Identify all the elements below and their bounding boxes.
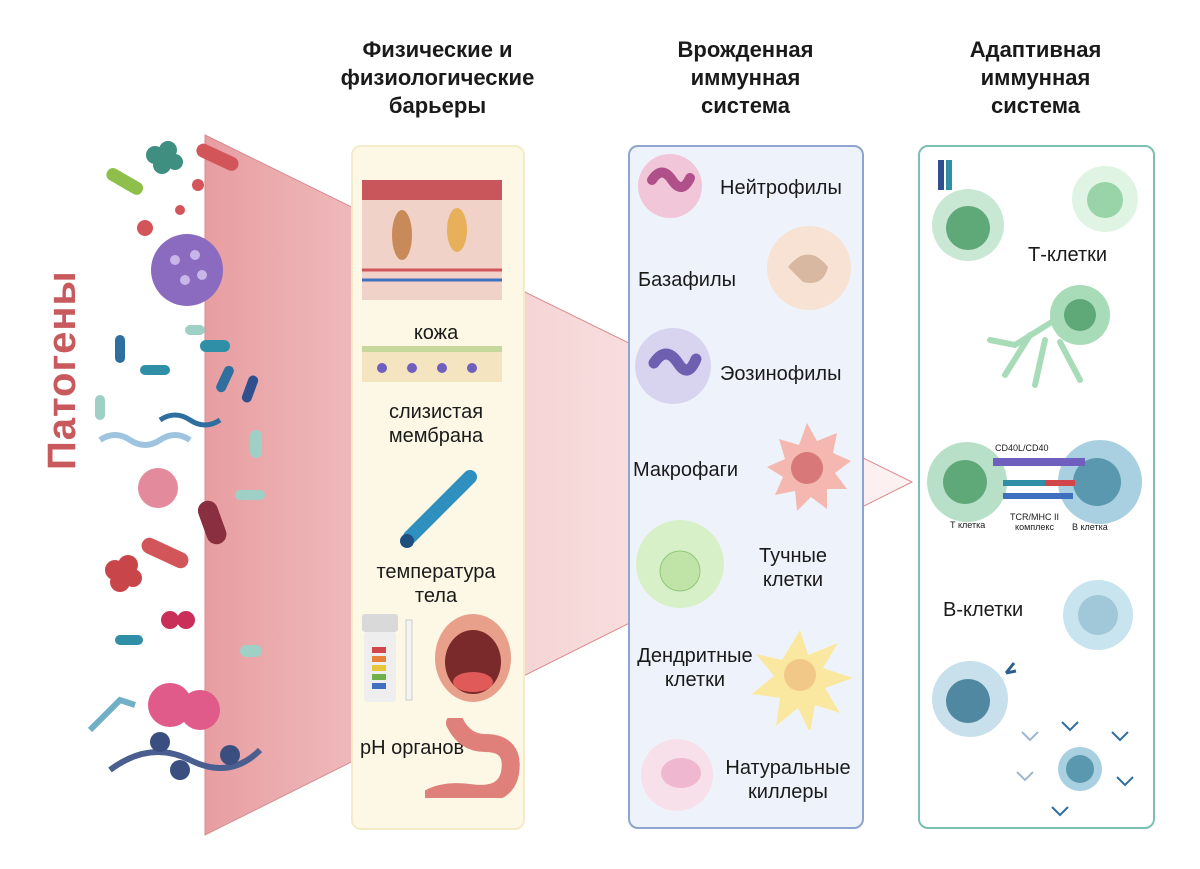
ph-strip-icon [362, 614, 413, 702]
mold-spore-icon [170, 760, 190, 780]
adaptive-header: 3 Адаптивная иммунная система [918, 28, 1153, 120]
diplococcus-icon [161, 611, 179, 629]
b-cell-icon [1063, 580, 1133, 650]
cocci-cluster-icon [146, 141, 183, 174]
adaptive-title-line: Адаптивная [969, 37, 1102, 62]
bacillus-icon [196, 143, 239, 171]
barriers-title-line: барьеры [388, 93, 487, 118]
macrophage-icon [767, 423, 851, 511]
ph-label: pH органов [360, 737, 465, 759]
t-cell-small-label: Т клетка [950, 520, 986, 530]
bacillus-maroon-icon [197, 500, 227, 545]
bacillus-pale-icon [235, 490, 265, 500]
bacillus-blue-icon [115, 335, 125, 363]
virus-large-icon [151, 234, 223, 306]
tcr-complex-icon [1003, 493, 1073, 499]
mucosa-label-line: мембрана [388, 425, 484, 447]
cell-pink-icon [180, 690, 220, 730]
nk-label: Натуральные киллеры [718, 756, 858, 804]
tcr-complex-icon [1003, 480, 1045, 486]
bacillus-dark-icon [241, 375, 259, 403]
t-cells-label: Т-клетки [1028, 244, 1108, 266]
basophils-label: Базафилы [638, 269, 736, 291]
adaptive-title-line: иммунная [980, 65, 1091, 90]
barriers-title-line: физиологические [340, 65, 535, 90]
barriers-title-line: Физические и [362, 37, 513, 62]
t-cell-icon [1072, 166, 1138, 232]
mucosa-label-line: слизистая [388, 401, 484, 423]
b-cell-receptor-icon [932, 661, 1017, 737]
spirochete-icon [98, 432, 192, 448]
neutrophil-icon [638, 154, 702, 218]
skin-label: кожа [413, 322, 459, 344]
bacillus-dark-icon [216, 365, 234, 393]
mouth-icon [435, 614, 511, 702]
basophil-icon [767, 226, 851, 310]
mold-hyphae-icon [108, 747, 263, 773]
thermometer-icon [400, 470, 477, 548]
bacillus-red-icon [141, 537, 189, 569]
nk-label-line: киллеры [748, 781, 828, 803]
bacillus-green-icon [106, 168, 144, 195]
virus-small-icon [137, 220, 153, 236]
cd40-label: CD40L/CD40 [995, 443, 1049, 453]
pathogens-illustration [87, 141, 265, 780]
bacillus-pale-icon [240, 645, 262, 657]
nk-cell-icon [641, 739, 713, 811]
tcr-label-line: комплекс [1015, 522, 1054, 532]
mast-cell-icon [636, 520, 724, 608]
macrophages-label: Макрофаги [633, 459, 739, 481]
temperature-label-line: температура [376, 561, 496, 583]
virus-pink-icon [138, 468, 178, 508]
immune-synapse-illustration [927, 440, 1142, 524]
dendritic-cell-icon [752, 630, 853, 730]
plasma-cell-antibodies-icon [1016, 721, 1134, 817]
bacillus-pale-icon [250, 430, 262, 458]
dendritic-label: Дендритные клетки [630, 644, 760, 692]
innate-title-line: система [701, 93, 790, 118]
dendritic-label-line: клетки [664, 669, 726, 691]
innate-header: 2 Врожденная иммунная система [628, 28, 863, 120]
virus-small-icon [192, 179, 204, 191]
mucosa-icon [362, 346, 502, 382]
cd40-complex-icon [993, 458, 1085, 466]
mold-spore-icon [220, 745, 240, 765]
b-cells-label: В-клетки [943, 599, 1024, 621]
bacillus-blue-icon [140, 365, 170, 375]
mucosa-label: слизистая мембрана [351, 400, 521, 448]
stomach-icon [425, 718, 520, 798]
mast-cells-label: Тучные клетки [748, 544, 838, 592]
bacillus-pale-icon [95, 395, 105, 420]
neutrophils-label: Нейтрофилы [720, 177, 842, 199]
innate-title-line: иммунная [690, 65, 801, 90]
nk-label-line: Натуральные [725, 757, 851, 779]
bacillus-blue-icon [115, 635, 143, 645]
spirochete-icon [158, 412, 222, 428]
adaptive-title-line: система [991, 93, 1080, 118]
mold-spore-icon [150, 732, 170, 752]
skin-icon [362, 180, 502, 300]
eosinophil-icon [635, 328, 711, 404]
bacillus-blue-icon [200, 340, 230, 352]
b-cell-small-label: В клетка [1072, 522, 1108, 532]
bacillus-pale-icon [185, 325, 205, 335]
tcr-label-line: TCR/MHC II [1010, 512, 1059, 522]
eosinophils-label: Эозинофилы [720, 363, 842, 385]
barriers-header: 1 Физические и физиологические барьеры [300, 28, 575, 120]
t-cell-dendritic-icon [987, 285, 1110, 388]
cocci-red-cluster-icon [105, 555, 142, 592]
mast-label-line: клетки [762, 569, 824, 591]
dendritic-label-line: Дендритные [637, 645, 753, 667]
temperature-label-line: тела [414, 585, 458, 607]
virus-small-icon [175, 205, 185, 215]
temperature-label: температура тела [351, 560, 521, 608]
diplococcus-icon [177, 611, 195, 629]
innate-title-line: Врожденная [677, 37, 814, 62]
t-cell-receptor-icon [932, 160, 1004, 261]
mast-label-line: Тучные [758, 545, 828, 567]
fungus-icon [87, 696, 136, 733]
tcr-label: TCR/MHC II комплекс [1010, 512, 1059, 532]
mhc-complex-icon [1045, 480, 1075, 486]
